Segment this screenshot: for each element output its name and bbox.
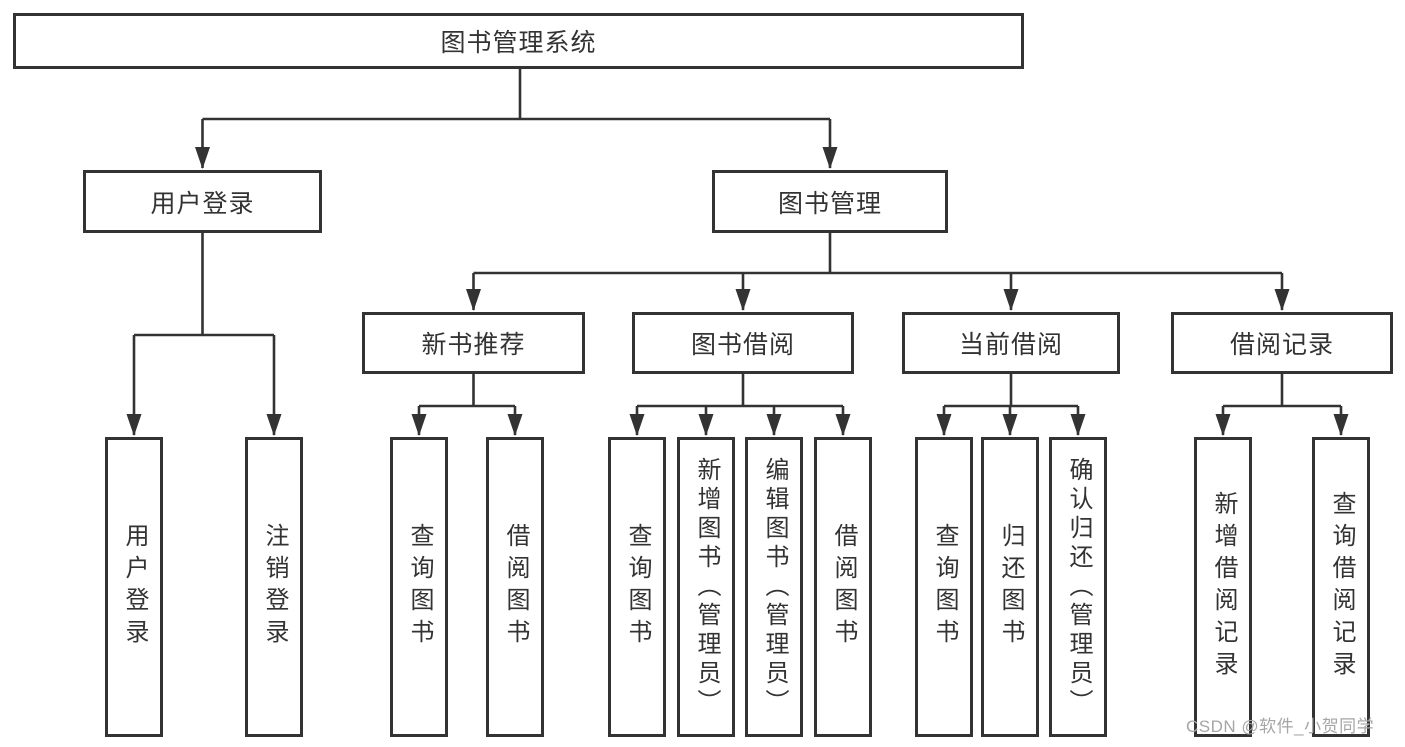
csdn-watermark: CSDN @软件_小贺同学	[1186, 717, 1375, 736]
leaf-user-login: 用户登录	[105, 437, 163, 737]
node-current-borrow: 当前借阅	[902, 312, 1120, 374]
node-root: 图书管理系统	[13, 13, 1024, 69]
leaf-label: 查询图书	[931, 523, 958, 651]
leaf-borrow-books: 借阅图书	[486, 437, 544, 737]
leaf-label: 借阅图书	[502, 523, 529, 651]
leaf-query-books: 查询图书	[915, 437, 973, 737]
leaf-query-borrow-record: 查询借阅记录	[1312, 437, 1370, 737]
leaf-label: 确认归还（管理员）	[1065, 456, 1092, 718]
leaf-label: 借阅图书	[830, 523, 857, 651]
leaf-label: 编辑图书（管理员）	[761, 456, 788, 718]
leaf-add-book-admin: 新增图书（管理员）	[677, 437, 735, 737]
leaf-borrow-books: 借阅图书	[814, 437, 872, 737]
leaf-edit-book-admin: 编辑图书（管理员）	[745, 437, 803, 737]
leaf-label: 查询图书	[624, 523, 651, 651]
leaf-label: 注销登录	[261, 523, 288, 651]
leaf-label: 查询借阅记录	[1328, 491, 1355, 683]
node-book-management: 图书管理	[712, 170, 948, 233]
leaf-add-borrow-record: 新增借阅记录	[1194, 437, 1252, 737]
leaf-label: 新增借阅记录	[1210, 491, 1237, 683]
node-borrow-records: 借阅记录	[1171, 312, 1393, 374]
leaf-label: 归还图书	[997, 523, 1024, 651]
leaf-return-book: 归还图书	[981, 437, 1039, 737]
leaf-confirm-return-admin: 确认归还（管理员）	[1049, 437, 1107, 737]
leaf-logout: 注销登录	[245, 437, 303, 737]
leaf-query-books: 查询图书	[390, 437, 448, 737]
leaf-query-books: 查询图书	[608, 437, 666, 737]
node-user-login: 用户登录	[83, 170, 322, 233]
leaf-label: 查询图书	[406, 523, 433, 651]
node-book-borrow: 图书借阅	[632, 312, 854, 374]
leaf-label: 用户登录	[121, 523, 148, 651]
leaf-label: 新增图书（管理员）	[693, 456, 720, 718]
node-new-book-recommend: 新书推荐	[362, 312, 585, 374]
